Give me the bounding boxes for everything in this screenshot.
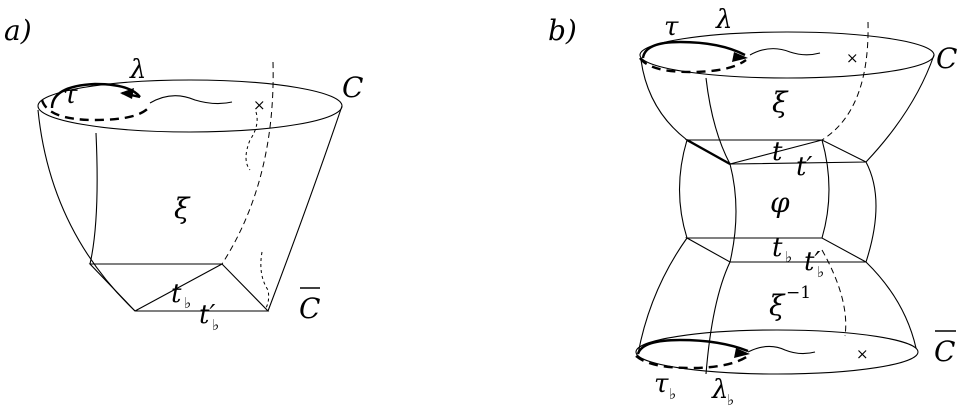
panel-b-mid-top-diag — [686, 138, 731, 166]
panel-a-label-t-flat: t — [171, 279, 182, 309]
panel-b-top-right-side — [865, 54, 935, 163]
panel-b-tau-flat-loop — [636, 338, 749, 355]
panel-b-bottom-cross: × — [856, 345, 869, 363]
panel-a-label-tau: τ — [63, 80, 78, 110]
panel-b-bot-left-side — [637, 237, 688, 355]
panel-b-label-t: t — [772, 137, 783, 167]
panel-b-arrow-head-bottom — [734, 348, 750, 358]
panel-b-label-xi: ξ — [772, 86, 789, 119]
panel-b-bot-dashed — [821, 249, 847, 337]
panel-b-mid-right — [865, 161, 877, 263]
panel-b-mid-inner-left — [729, 163, 737, 263]
panel-a: a) × τ λ C ξ t ♭ t′ ♭ C — [4, 14, 363, 334]
panel-a-label-xi: ξ — [174, 192, 191, 225]
panel-a-dotted-1 — [245, 111, 258, 171]
panel-b-top-left-side — [640, 59, 688, 141]
panel-a-tau-dashed — [40, 99, 151, 122]
panel-b-label-tau: τ — [664, 12, 679, 42]
panel-a-right-side — [267, 105, 343, 312]
panel-b-tag: b) — [548, 14, 577, 47]
panel-b-label-t-flat-sub: ♭ — [785, 248, 792, 266]
panel-b-label-t-flat-prime-sub: ♭ — [817, 263, 824, 281]
panel-b-mid-left — [679, 139, 688, 239]
panel-a-handle-bump — [149, 95, 233, 105]
panel-b-label-C: C — [936, 42, 957, 75]
panel-a-label-C: C — [342, 71, 363, 104]
panel-b-arrow-head-top — [732, 52, 748, 62]
panel-b-label-tau-flat: τ — [654, 369, 669, 399]
panel-a-label-t-flat-prime: t′ — [199, 300, 215, 330]
panel-b-top-handle — [749, 48, 821, 56]
panel-a-inner-line — [89, 132, 98, 265]
panel-b-top-dashed — [821, 21, 869, 141]
panel-b-label-C-bar: C — [934, 335, 955, 368]
panel-a-label-lambda: λ — [129, 55, 146, 85]
panel-a-cross-mark: × — [253, 96, 266, 114]
panel-b-bot-inner — [705, 261, 731, 375]
panel-b-label-lambda-flat-sub: ♭ — [727, 391, 734, 409]
panel-a-label-t-flat-sub: ♭ — [184, 294, 191, 312]
panel-a-label-t-flat-prime-sub: ♭ — [212, 316, 219, 334]
panel-a-diagonal — [134, 263, 223, 312]
panel-b-bottom-handle — [747, 345, 816, 355]
panel-b-tau-loop — [641, 40, 746, 59]
panel-a-dotted-2 — [260, 251, 270, 309]
panel-b-top-cross: × — [846, 49, 859, 67]
panel-b-label-t-flat-prime: t′ — [804, 247, 820, 277]
panel-b-label-xi-inv: ξ — [769, 289, 786, 322]
panel-b-mid-top-diag2 — [729, 139, 823, 165]
panel-b-label-xi-inv-exp: −1 — [786, 283, 811, 303]
panel-a-tag: a) — [4, 14, 32, 47]
panel-b-top-inner — [705, 77, 731, 165]
panel-b-label-t-prime: t′ — [796, 152, 812, 182]
panel-a-dashed-meridian — [221, 61, 274, 265]
panel-b-label-tau-flat-sub: ♭ — [669, 385, 676, 403]
panel-b-mid-inner-right — [821, 139, 830, 239]
panel-b: b) × × τ — [548, 5, 957, 409]
panel-a-left-side — [37, 109, 136, 312]
panel-b-label-lambda-flat: λ — [711, 375, 728, 405]
panel-b-bot-right-side — [865, 261, 917, 349]
panel-a-bottom-polygon — [88, 263, 270, 312]
panel-b-label-lambda: λ — [715, 5, 732, 35]
panel-b-label-t-flat: t — [772, 233, 783, 263]
panel-a-arrow-head — [120, 88, 134, 99]
panel-b-bottom-ellipse — [635, 329, 919, 375]
panel-a-label-C-bar: C — [299, 292, 320, 325]
panel-b-tau-dashed — [639, 57, 747, 74]
panel-a-top-ellipse — [37, 79, 343, 133]
panel-b-label-phi: φ — [770, 186, 790, 219]
